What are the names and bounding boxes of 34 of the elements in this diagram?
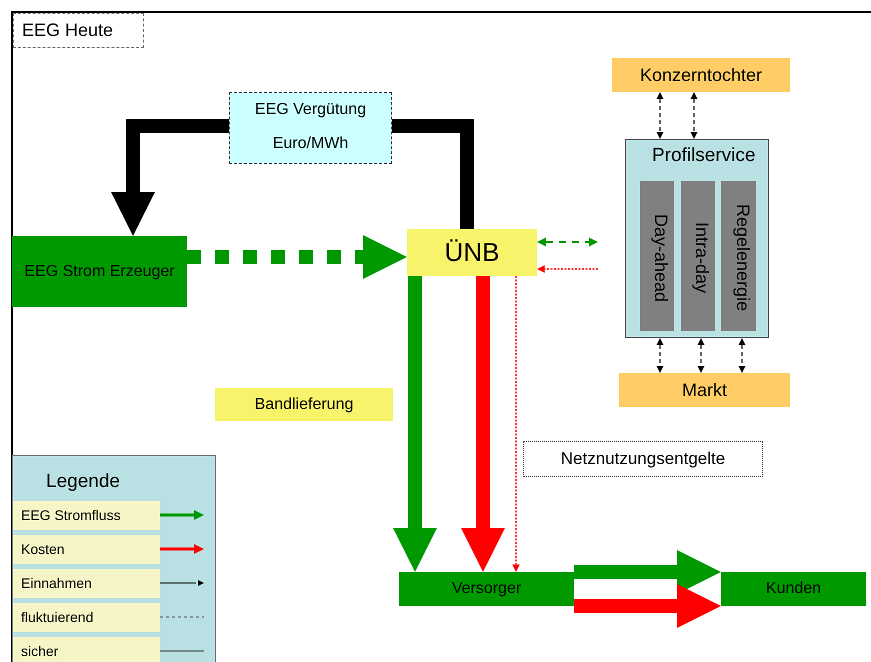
customer-box: Kunden xyxy=(721,572,866,606)
legend-heading: Legende xyxy=(46,470,120,494)
title: EEG Heute xyxy=(13,13,144,48)
payment-box: EEG Vergütung Euro/MWh xyxy=(229,92,392,164)
arrow xyxy=(656,92,664,139)
arrow xyxy=(690,92,698,139)
arrow xyxy=(574,584,721,628)
arrow xyxy=(393,276,437,572)
product-column: Intra-day xyxy=(681,181,715,331)
market-box: Markt xyxy=(619,373,790,407)
fee-box: Netznutzungsentgelte xyxy=(523,441,763,477)
arrow xyxy=(537,238,598,246)
service-panel xyxy=(625,139,769,338)
arrow xyxy=(111,119,229,236)
legend-label: sicher xyxy=(13,637,160,662)
producer-box: EEG Strom Erzeuger xyxy=(12,236,187,307)
legend-label: EEG Stromfluss xyxy=(13,501,160,530)
legend-label: fluktuierend xyxy=(13,603,160,632)
subsidiary-box: Konzerntochter xyxy=(612,58,790,92)
arrow xyxy=(512,276,520,572)
product-column: Regelenergie xyxy=(721,181,756,331)
legend-label: Einnahmen xyxy=(13,569,160,598)
arrow xyxy=(698,338,704,373)
legend-label: Kosten xyxy=(13,535,160,564)
panel-heading: Profilservice xyxy=(652,144,756,168)
arrow xyxy=(537,265,598,273)
delivery-box: Bandlieferung xyxy=(215,388,393,421)
arrow xyxy=(461,276,505,572)
supplier-box: Versorger xyxy=(399,572,574,606)
arrow xyxy=(656,338,664,373)
arrow xyxy=(738,338,746,373)
operator-box: ÜNB xyxy=(407,229,537,276)
product-column: Day-ahead xyxy=(640,181,674,331)
arrow xyxy=(187,235,407,279)
